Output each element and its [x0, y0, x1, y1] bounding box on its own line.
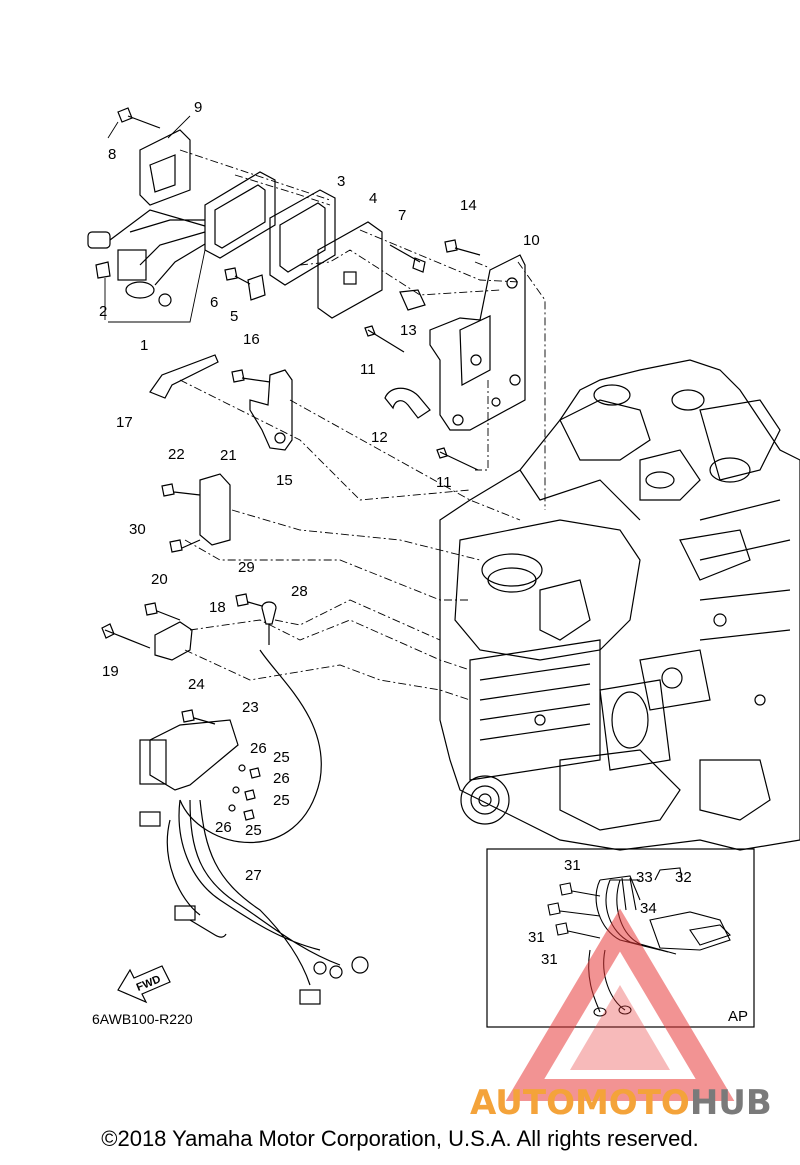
watermark-logo: AUTOMOTOHUB [470, 908, 772, 1123]
part-24-bolt [181, 709, 216, 725]
callout-label: 34 [640, 900, 657, 917]
callout-label: 21 [220, 447, 237, 464]
part-7-bolt [389, 244, 426, 273]
part-8-bolt [117, 107, 161, 129]
part-20-bolt [144, 602, 181, 621]
callout-label: 23 [242, 699, 259, 716]
part-27-harness [166, 799, 341, 986]
engine-block [439, 359, 800, 851]
callout-label: 26 [215, 819, 232, 836]
callout-label: 22 [168, 446, 185, 463]
callout-label: 28 [291, 583, 308, 600]
part-4-cover [317, 221, 383, 319]
part-11-tie-lower [436, 447, 479, 471]
callout-label: 20 [151, 571, 168, 588]
callout-label: 11 [360, 361, 376, 378]
callout-label: 3 [337, 173, 345, 190]
callout-label: 9 [194, 99, 202, 116]
part-28-terminal [261, 601, 277, 645]
part-10-main-bracket [429, 254, 526, 431]
part-19-bolt [101, 623, 151, 649]
part-12-clamp [384, 387, 431, 419]
callout-label: 31 [564, 857, 581, 874]
callout-label: 4 [369, 190, 377, 207]
part-11-tie-upper [364, 325, 405, 353]
callout-label: 13 [400, 322, 417, 339]
part-21-bracket [199, 473, 231, 546]
part-18-bracket [154, 621, 193, 661]
callout-label: 18 [209, 599, 226, 616]
callout-label: 8 [108, 146, 116, 163]
callout-label: 14 [460, 197, 477, 214]
part-3-gasket [269, 189, 336, 286]
callout-label: 26 [250, 740, 267, 757]
callout-labels: 1 2 3 4 5 6 7 8 9 10 11 11 12 13 14 15 1… [99, 99, 692, 968]
callout-label: 1 [140, 337, 148, 354]
callout-label: 26 [273, 770, 290, 787]
part-22-bolt [161, 483, 201, 497]
callout-label: 6 [210, 294, 218, 311]
part-29-bolt [235, 593, 263, 607]
callout-label: 24 [188, 676, 205, 693]
copyright-footer: ©2018 Yamaha Motor Corporation, U.S.A. A… [101, 1126, 699, 1151]
callout-label: 31 [528, 929, 545, 946]
part-16-bolt [231, 369, 271, 383]
part-6-bolt [224, 267, 251, 285]
callout-label: 2 [99, 303, 107, 320]
callout-label: 25 [245, 822, 262, 839]
callout-label: 17 [116, 414, 133, 431]
inset-label: AP [728, 1008, 748, 1025]
callout-label: 10 [523, 232, 540, 249]
callout-label: 31 [541, 951, 558, 968]
callout-label: 27 [245, 867, 262, 884]
callout-label: 16 [243, 331, 260, 348]
callout-label: 33 [636, 869, 653, 886]
callout-label: 30 [129, 521, 146, 538]
callout-label: 15 [276, 472, 293, 489]
callout-label: 25 [273, 749, 290, 766]
part-1-cdi-unit [204, 171, 276, 259]
callout-label: 29 [238, 559, 255, 576]
fwd-arrow: FWD [117, 965, 171, 1004]
callout-label: 19 [102, 663, 119, 680]
part-14-bolt [444, 239, 481, 256]
part-9-bracket [139, 129, 191, 206]
callout-label: 25 [273, 792, 290, 809]
fasteners-25-26 [228, 764, 261, 821]
part-13-clamp [399, 289, 426, 311]
callout-label: 5 [230, 308, 238, 325]
drawing-code: 6AWB100-R220 [92, 1011, 193, 1027]
part-17-strap [149, 354, 219, 399]
callout-label: 12 [371, 429, 388, 446]
part-5-clip [247, 274, 266, 301]
part-23-bracket [149, 719, 239, 791]
callout-label: 7 [398, 207, 406, 224]
part-30-bolt [169, 539, 201, 553]
part-15-bracket [249, 369, 293, 451]
callout-label: 32 [675, 869, 692, 886]
callout-label: 11 [436, 474, 452, 491]
watermark-text: AUTOMOTOHUB [470, 1083, 772, 1123]
